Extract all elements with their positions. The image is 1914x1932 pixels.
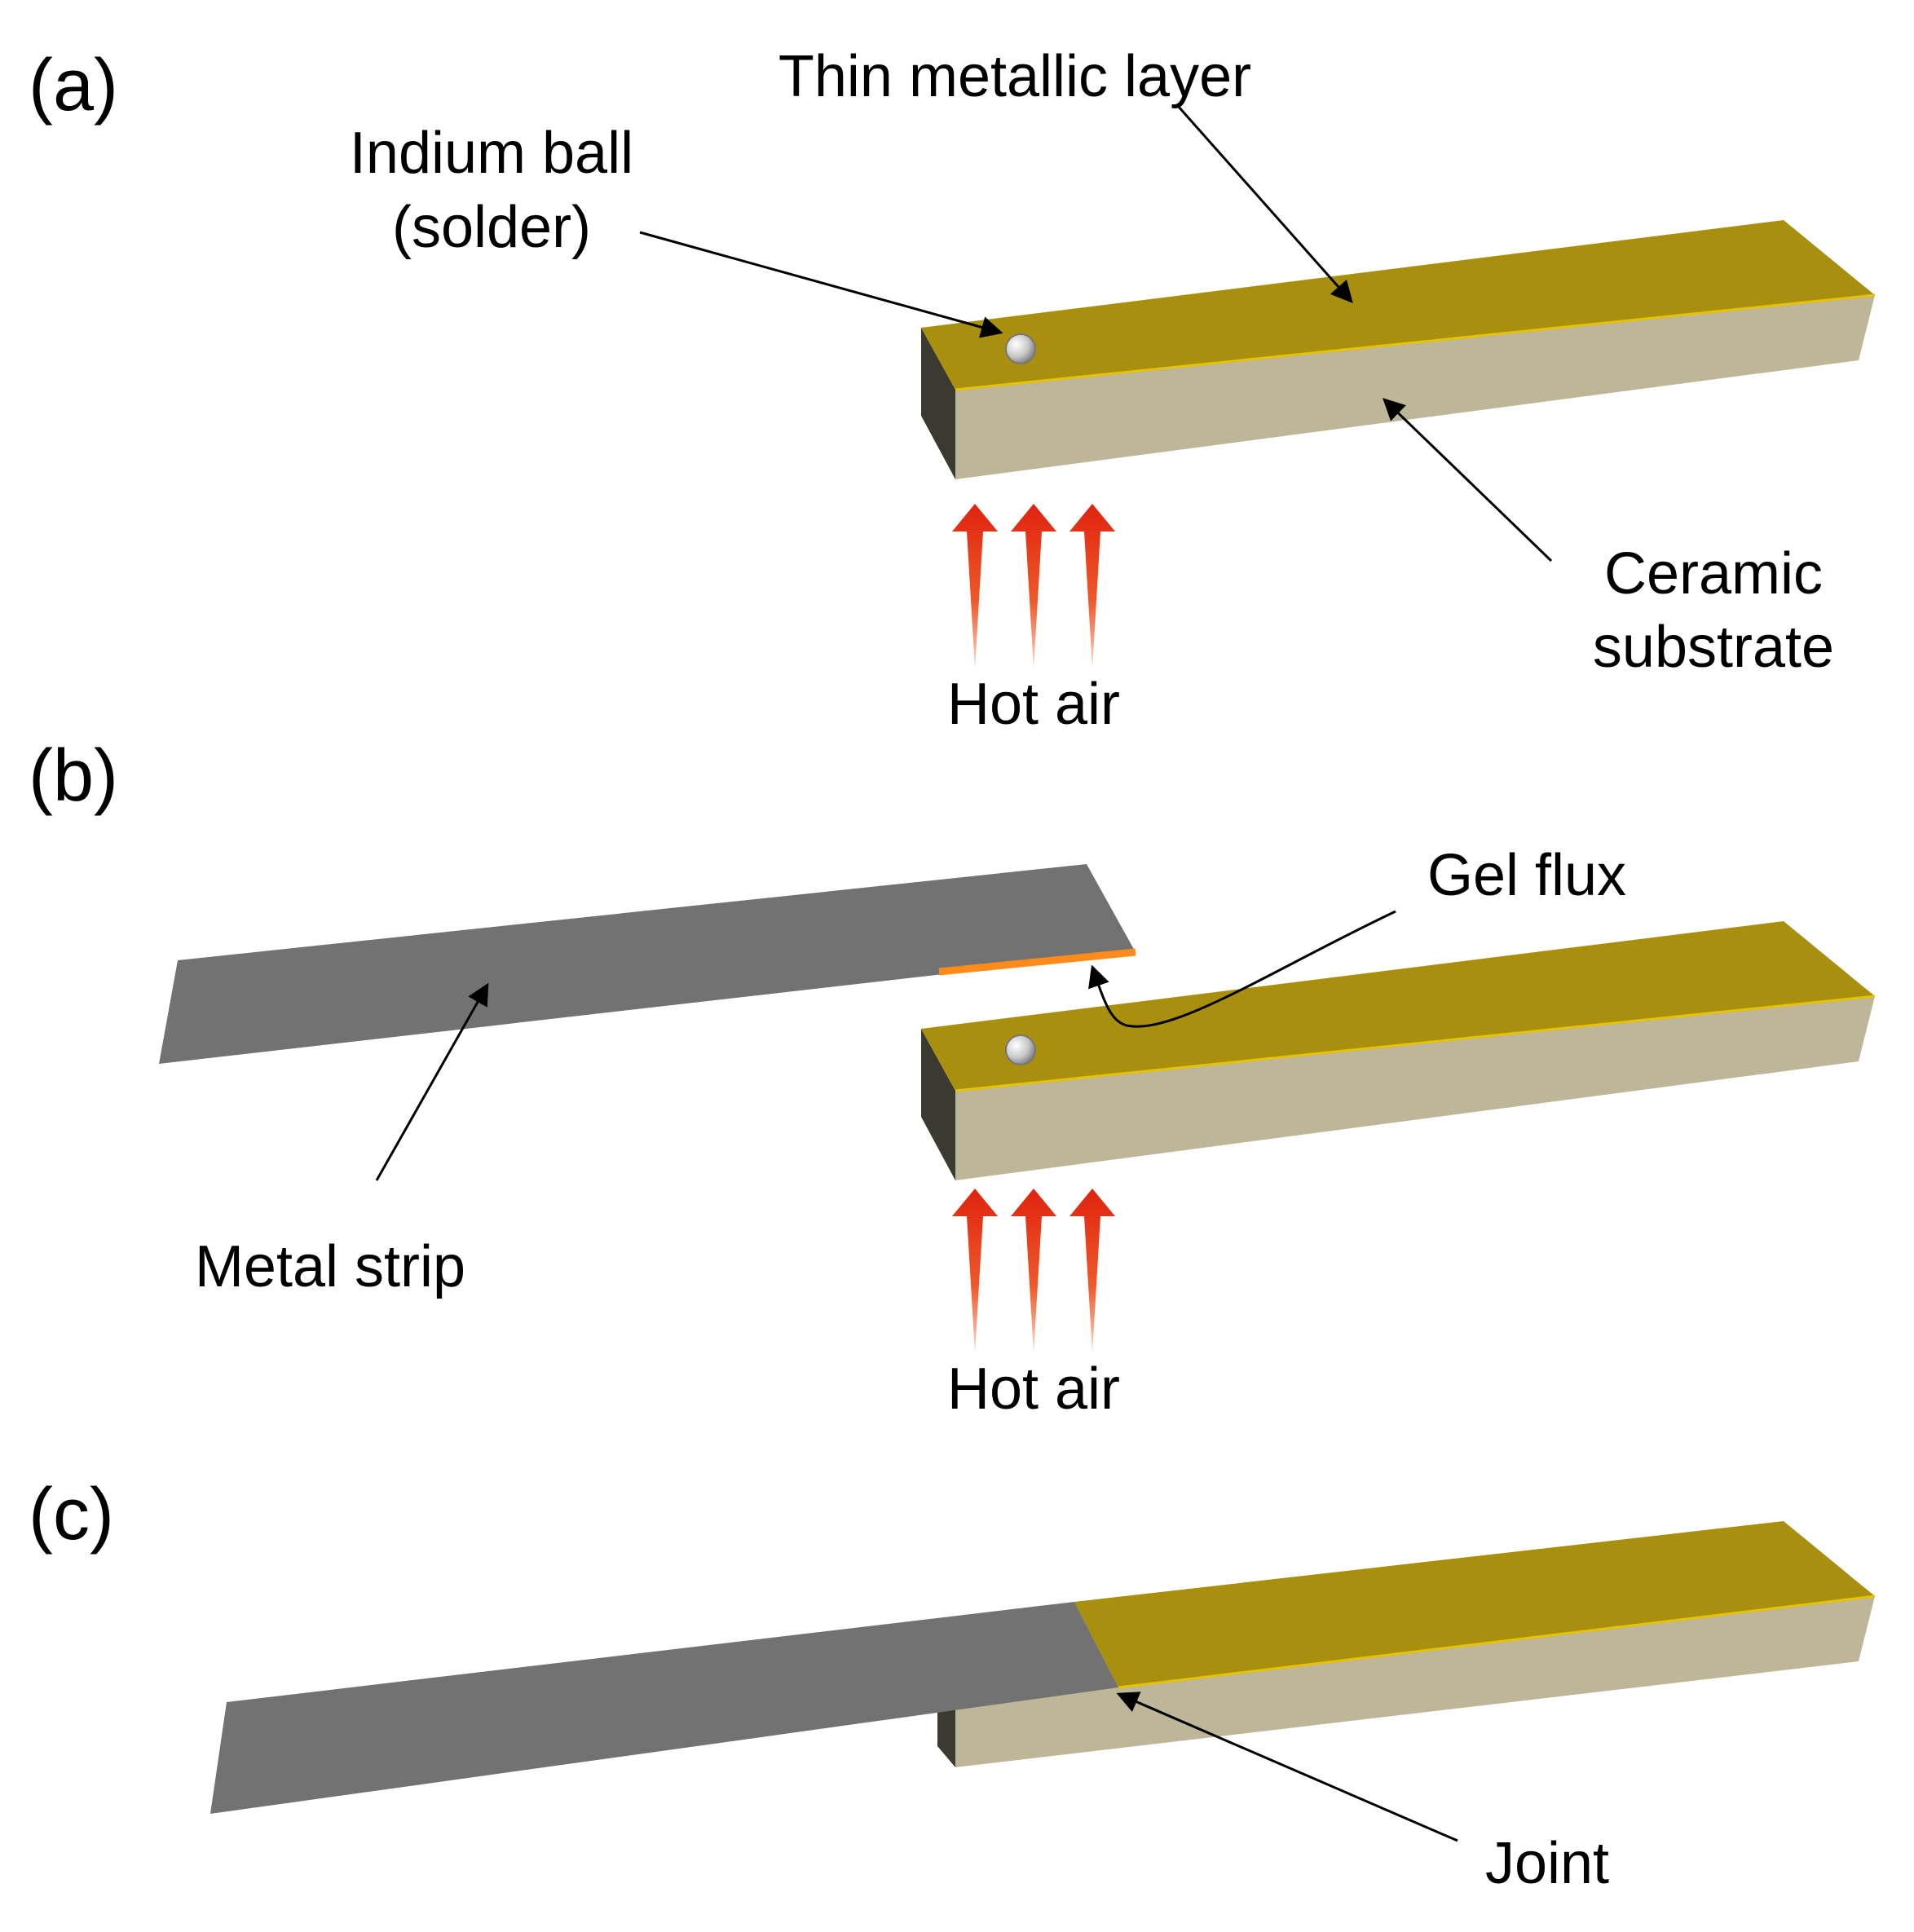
- indium-ball: [1005, 1034, 1036, 1065]
- hot-air-label-b: Hot air: [947, 1356, 1120, 1422]
- panel-b: (b) Gel flux Metal strip Hot air: [29, 735, 1876, 1422]
- ceramic-substrate-pointer: [1383, 398, 1553, 562]
- hot-air-arrow: [952, 1189, 998, 1353]
- hot-air-arrow: [1011, 1189, 1056, 1353]
- metallic-layer-top: [921, 921, 1875, 1091]
- panel-a-label: (a): [29, 45, 118, 126]
- panel-c-label: (c): [29, 1474, 114, 1555]
- hot-air-arrows-b: [952, 1189, 1115, 1353]
- indium-ball-label-line2: (solder): [392, 195, 591, 260]
- substrate-block-a: [921, 220, 1876, 479]
- metal-strip-pointer: [375, 982, 489, 1181]
- ceramic-front-face: [955, 1596, 1875, 1767]
- hot-air-arrow: [1069, 504, 1115, 668]
- metallic-layer-edge: [955, 293, 1876, 391]
- gel-flux-pointer: [1088, 910, 1396, 1028]
- hot-air-arrow: [1069, 1189, 1115, 1353]
- hot-air-arrow: [952, 504, 998, 668]
- joint-label: Joint: [1485, 1831, 1609, 1896]
- ceramic-front-face: [955, 996, 1875, 1180]
- hot-air-label-a: Hot air: [947, 672, 1120, 737]
- hot-air-arrow: [1011, 504, 1056, 668]
- metallic-layer-edge: [955, 995, 1876, 1092]
- metallic-layer-top: [1074, 1521, 1875, 1687]
- ceramic-substrate-label-line2: substrate: [1593, 615, 1834, 680]
- hot-air-arrows-a: [952, 504, 1115, 668]
- substrate-block-b: [921, 921, 1876, 1180]
- thin-metallic-layer-pointer: [1176, 105, 1353, 304]
- ceramic-front-face: [955, 295, 1875, 479]
- joint-pointer: [1116, 1692, 1458, 1842]
- metal-strip: [159, 864, 1136, 1064]
- metallic-layer-edge: [1118, 1595, 1876, 1689]
- substrate-end-face: [921, 1029, 955, 1180]
- metal-strip-label: Metal strip: [195, 1234, 465, 1299]
- gel-flux: [938, 948, 1136, 976]
- panel-b-label: (b): [29, 735, 118, 817]
- metal-strip: [210, 1602, 1118, 1814]
- substrate-block-c: [937, 1521, 1876, 1767]
- indium-ball-pointer: [639, 231, 1003, 338]
- ceramic-substrate-label-line1: Ceramic: [1604, 541, 1823, 607]
- thin-metallic-layer-label: Thin metallic layer: [778, 44, 1251, 109]
- metallic-layer-top: [921, 220, 1875, 390]
- panel-c: (c) Joint: [29, 1474, 1876, 1896]
- indium-ball-label-line1: Indium ball: [350, 121, 633, 186]
- indium-ball: [1005, 333, 1036, 364]
- substrate-end-face: [921, 328, 955, 479]
- panel-a: (a) Thin metallic layer Indium ball (sol…: [29, 44, 1876, 737]
- gel-flux-label: Gel flux: [1427, 843, 1626, 908]
